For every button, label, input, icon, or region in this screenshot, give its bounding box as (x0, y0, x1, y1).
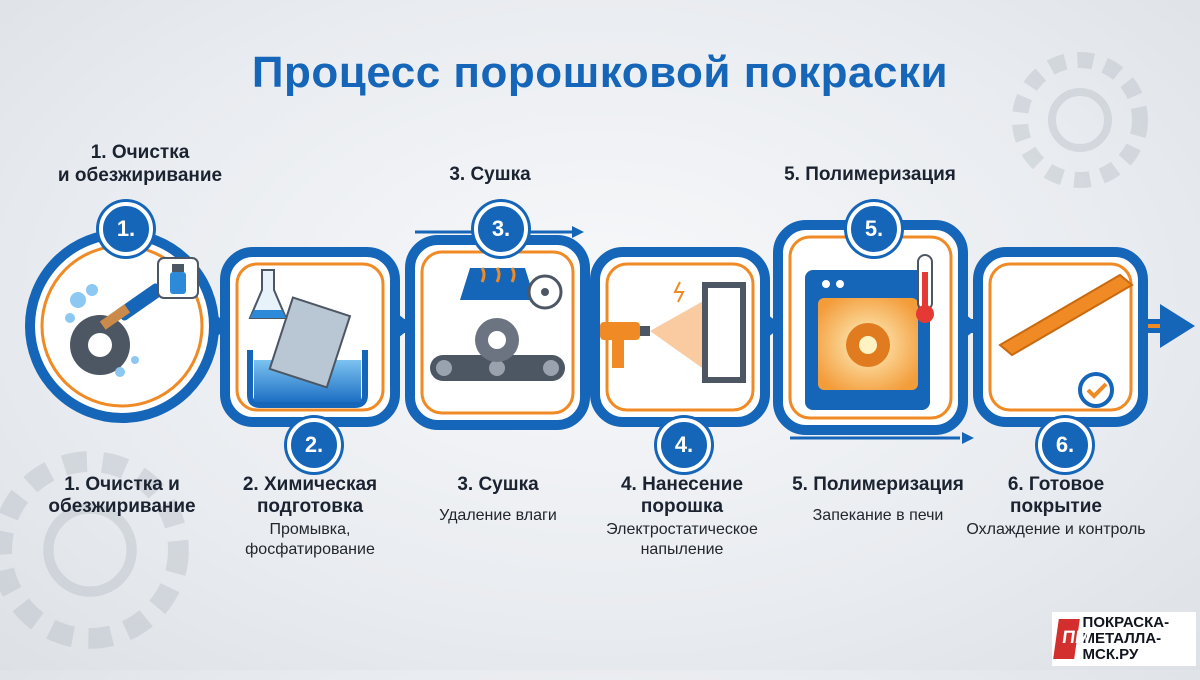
background-gear-icon (0, 451, 189, 649)
oven-icon (805, 270, 930, 410)
step-5-panel (773, 220, 968, 435)
gear-icon (70, 315, 130, 375)
step-5-caption: 5. Полимеризация Запекание в печи (792, 474, 964, 524)
background-gear-icon (1012, 52, 1148, 188)
powder-cloud (650, 300, 705, 370)
site-logo[interactable]: ПМ ПОКРАСКА-МЕТАЛЛА-МСК.РУ (1052, 612, 1196, 666)
page-title: Процесс порошковой покраски (251, 48, 949, 97)
step-1-badge: 1. (99, 202, 153, 256)
step-5-badge: 5. (847, 202, 901, 256)
step-3-panel (405, 235, 590, 430)
step-2-badge: 2. (287, 418, 341, 472)
top-label-step-5: 5. Полимеризация (784, 164, 956, 185)
fan-icon (527, 274, 563, 310)
checkmark-icon (1078, 372, 1114, 408)
step-3-caption: 3. Сушка Удаление влаги (439, 474, 557, 524)
top-label-step-3: 3. Сушка (449, 164, 531, 185)
painted-profile-icon (998, 273, 1134, 357)
logo-mark-icon: ПМ (1053, 619, 1092, 659)
step-1-panel (25, 229, 219, 423)
step-6-badge: 6. (1038, 418, 1092, 472)
step-6-caption: 6. Готовое покрытие Охлаждение и контрол… (966, 474, 1146, 538)
metal-plate-icon (268, 296, 352, 389)
flask-icon (248, 269, 288, 319)
spray-bottle-icon (157, 257, 199, 299)
step-4-badge: 4. (657, 418, 711, 472)
conveyor-icon (430, 355, 565, 381)
top-label-step-1: 1. Очистка и обезжиривание (57, 142, 223, 186)
bubbles-icon (65, 284, 139, 377)
metal-frame-icon (702, 282, 746, 383)
step-6-panel (973, 247, 1148, 427)
logo-text: ПОКРАСКА-МЕТАЛЛА-МСК.РУ (1082, 614, 1170, 663)
thermometer-icon (916, 254, 934, 323)
step-1-caption: 1. Очистка и обезжиривание (48, 474, 196, 517)
step-4-panel (590, 247, 770, 427)
step-2-caption: 2. Химическая подготовка Промывка, фосфа… (242, 474, 378, 558)
flow-end-arrow-icon (1160, 304, 1195, 348)
step-4-caption: 4. Нанесение порошка Электростатическое … (606, 474, 758, 558)
gear-icon (475, 318, 519, 362)
step-3-badge: 3. (474, 202, 528, 256)
step-2-panel (220, 247, 400, 427)
brush-icon (99, 283, 163, 330)
heater-icon (460, 267, 535, 300)
spray-gun-icon (600, 322, 650, 368)
